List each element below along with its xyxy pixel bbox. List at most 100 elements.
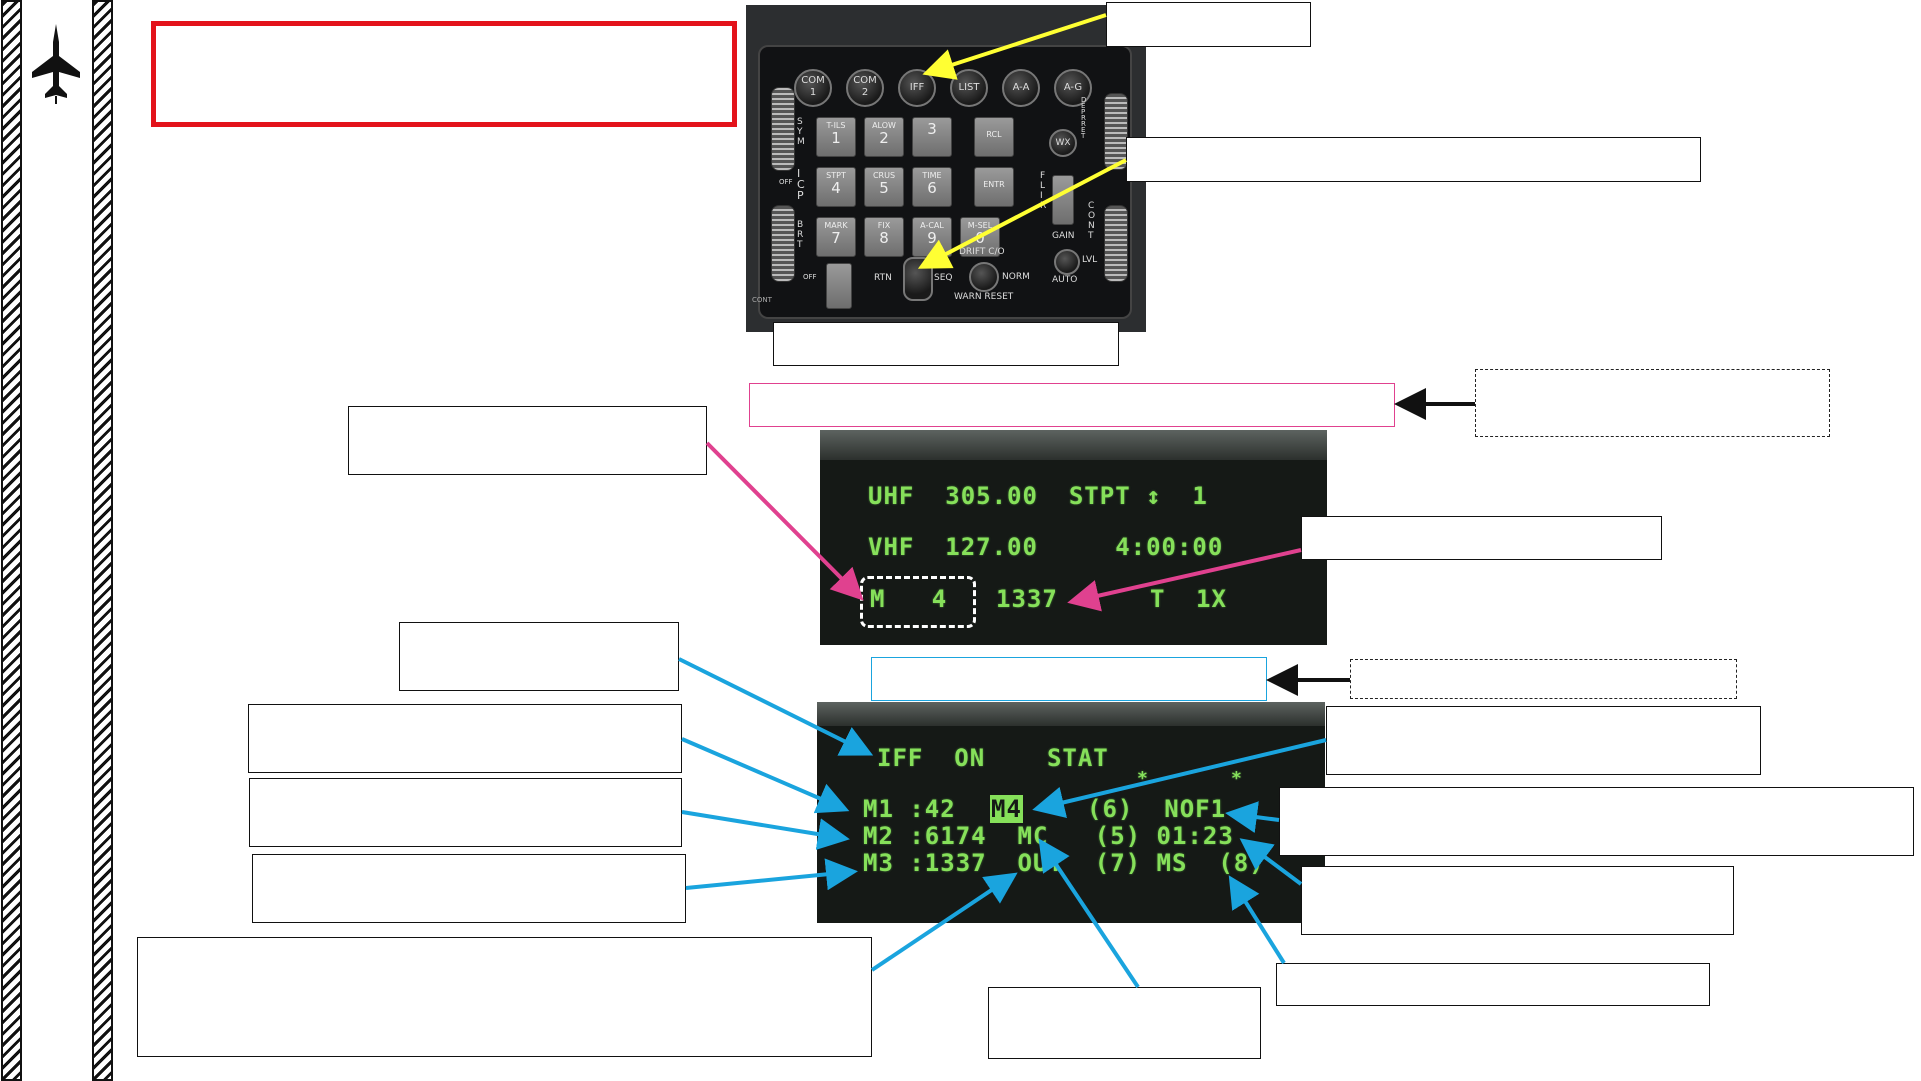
title-box (151, 21, 737, 127)
auto-label: AUTO (1052, 275, 1078, 285)
arrow-iff-nof1 (1225, 801, 1280, 833)
key-entr[interactable]: ENTR (974, 167, 1014, 207)
arrow-cni-mode (705, 441, 864, 601)
arrow-iff-mc (1038, 838, 1140, 989)
callout-iff-time (1301, 866, 1734, 935)
callout-iff-m2 (249, 778, 682, 847)
key-digit: 8 (879, 229, 889, 247)
key-label: RCL (986, 130, 1002, 139)
callout-iff-out (137, 937, 872, 1057)
key-label: TIME (922, 171, 942, 180)
rtn-label: RTN (874, 273, 892, 283)
com2-button[interactable]: COM 2 (846, 69, 884, 107)
ded-frame (820, 430, 1327, 460)
key-digit: 9 (927, 229, 937, 247)
ded-cni-iff-mode: M 4 (870, 585, 948, 613)
com1-button[interactable]: COM 1 (794, 69, 832, 107)
cni-dashed-note (1475, 369, 1830, 437)
jet-icon (32, 24, 80, 104)
arrow-iff-m4 (1032, 738, 1327, 819)
key-digit: 6 (927, 179, 937, 197)
norm-label: NORM (1002, 272, 1030, 282)
ded-cni-line-2: VHF 127.00 4:00:00 (868, 533, 1224, 561)
left-hatch-bar (1, 0, 22, 1081)
seq-label: SEQ (934, 273, 953, 283)
gain-label: GAIN (1052, 231, 1075, 241)
key-rcl[interactable]: RCL (974, 117, 1014, 157)
ded-iff-m2: M2 :6174 MC (5) 01:23 (863, 822, 1234, 850)
callout-iff-status (399, 622, 679, 691)
arrow-iff-m3 (685, 858, 858, 891)
callout-iff-m4 (1326, 706, 1761, 775)
left-knurl-top[interactable] (771, 87, 795, 171)
arrow-iff-out (870, 872, 1018, 972)
callout-iff-nof1 (1279, 787, 1914, 856)
iff-header-box (871, 657, 1267, 701)
aa-button[interactable]: A-A (1002, 69, 1040, 107)
left-knurl-bottom[interactable] (771, 205, 795, 282)
arrow-iff-status (678, 657, 874, 756)
key-label: T-ILS (826, 121, 846, 130)
callout-cni-code (1301, 516, 1662, 560)
drift-co-switch[interactable] (969, 262, 999, 292)
key-label: ALOW (872, 121, 896, 130)
lvl-label: LVL (1082, 255, 1098, 265)
ded-iff-line-1: IFF ON STAT (877, 744, 1109, 772)
cont-small-label: CONT (752, 296, 772, 304)
ded-iff-m4-highlight: M4 (990, 795, 1023, 823)
key-3[interactable]: 3 (912, 117, 952, 157)
ded-iff-m1-rest: (6) NOF1 (1087, 795, 1227, 823)
key-label: STPT (826, 171, 846, 180)
key-digit: 5 (879, 179, 889, 197)
key-digit: 7 (831, 229, 841, 247)
key-digit: 2 (879, 129, 889, 147)
flir-label: F L I R (1040, 171, 1047, 211)
callout-icp-caption (773, 322, 1119, 366)
callout-iff-mc (988, 987, 1261, 1059)
brt-up-down-button[interactable] (826, 263, 852, 309)
ded-frame (817, 702, 1325, 726)
arrow-iff-ms (1228, 875, 1286, 965)
iff-mode-highlight (860, 576, 976, 628)
key-digit: 4 (831, 179, 841, 197)
callout-dcs-switch (1126, 137, 1701, 182)
ded-cni-line-1: UHF 305.00 STPT ↕ 1 (868, 482, 1208, 510)
callout-iff-ms (1276, 963, 1710, 1006)
key-label: FIX (877, 221, 891, 230)
icp-label: I C P (797, 167, 805, 202)
flir-gain-switch[interactable] (1054, 249, 1080, 275)
ag-button[interactable]: A-G (1054, 69, 1092, 107)
key-digit: 3 (927, 120, 937, 138)
key-digit: 1 (831, 129, 841, 147)
wx-button[interactable]: WX (1049, 129, 1077, 157)
key-label: ENTR (983, 180, 1005, 189)
ded-iff-star-2: * (1231, 768, 1243, 789)
right-knurl-bottom[interactable] (1104, 205, 1128, 282)
warn-reset-label: WARN RESET (954, 292, 1014, 302)
right-knurl-top[interactable] (1104, 93, 1128, 170)
cont-label: C O N T (1088, 201, 1096, 241)
left-hatch-bar-inner (92, 0, 113, 1081)
key-label: MARK (824, 221, 848, 230)
key-label: M-SEL (967, 221, 993, 230)
ded-cni-tacan-t: T (1150, 585, 1166, 613)
drift-co-label: DRIFT C/O (959, 247, 1005, 257)
ded-iff-m1: M1 :42 (863, 795, 956, 823)
depr-ret-label: D E P R R E T (1081, 96, 1087, 140)
callout-iff-button (1106, 2, 1311, 47)
callout-iff-m1 (248, 704, 682, 773)
iff-dashed-note (1350, 659, 1737, 699)
arrow-iff-time (1239, 838, 1303, 886)
callout-cni-iff-mode (348, 406, 707, 475)
callout-iff-m3 (252, 854, 686, 923)
off-label-2: OFF (803, 273, 817, 281)
arrow-dcs-switch (917, 158, 1127, 269)
